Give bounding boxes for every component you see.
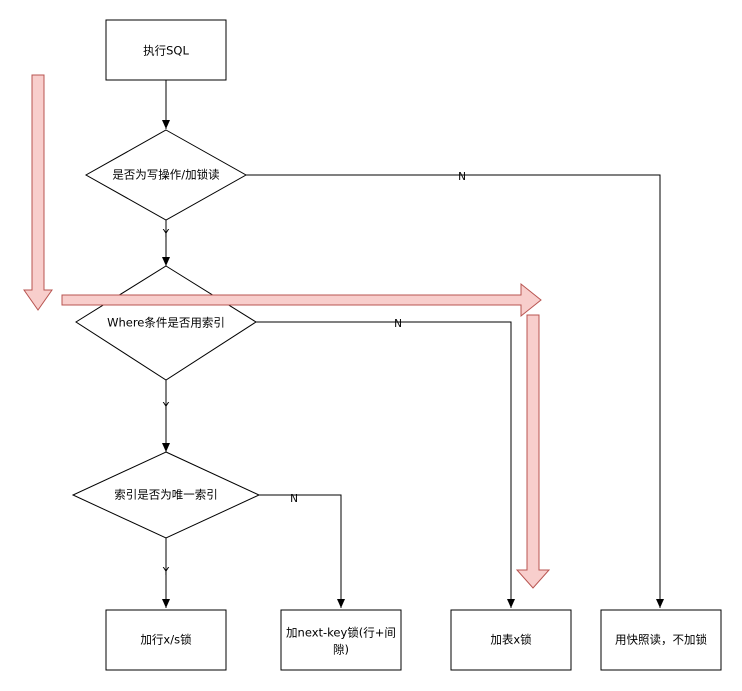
highlight-arrow-down-right [515, 314, 551, 589]
highlight-arrow-right [61, 282, 542, 318]
edge-label-index-no: N [394, 318, 402, 330]
decision-index-label: Where条件是否用索引 [107, 316, 225, 330]
edge-unique-no [259, 494, 345, 608]
edge-label-unique-yes: Y [162, 566, 170, 578]
snapshot-read-label: 用快照读，不加锁 [615, 633, 707, 647]
decision-write-diamond [84, 129, 248, 221]
next-key-lock-box [280, 609, 402, 671]
start-label: 执行SQL [143, 44, 189, 58]
highlight-arrow-down-left [23, 74, 53, 311]
edge-index-no [256, 321, 515, 608]
edge-label-write-no: N [458, 171, 466, 183]
edge-write-no [246, 174, 664, 608]
decision-write-label: 是否为写操作/加锁读 [112, 168, 220, 182]
decision-unique-label: 索引是否为唯一索引 [114, 488, 218, 502]
row-lock-box [105, 609, 227, 671]
snapshot-read-box [600, 609, 722, 671]
edge-label-index-yes: Y [162, 401, 170, 413]
connectors [162, 80, 664, 608]
next-key-lock-label-line1: 加next-key锁(行+间 [286, 626, 396, 640]
edge-label-write-yes: Y [162, 228, 170, 240]
start-box [105, 19, 227, 81]
edge-label-unique-no: N [290, 493, 298, 505]
row-lock-label: 加行x/s锁 [140, 633, 192, 647]
table-lock-box [450, 609, 572, 671]
decision-unique-diamond [71, 451, 261, 539]
next-key-lock-label-line2: 隙) [333, 643, 349, 657]
table-lock-label: 加表x锁 [490, 633, 532, 647]
